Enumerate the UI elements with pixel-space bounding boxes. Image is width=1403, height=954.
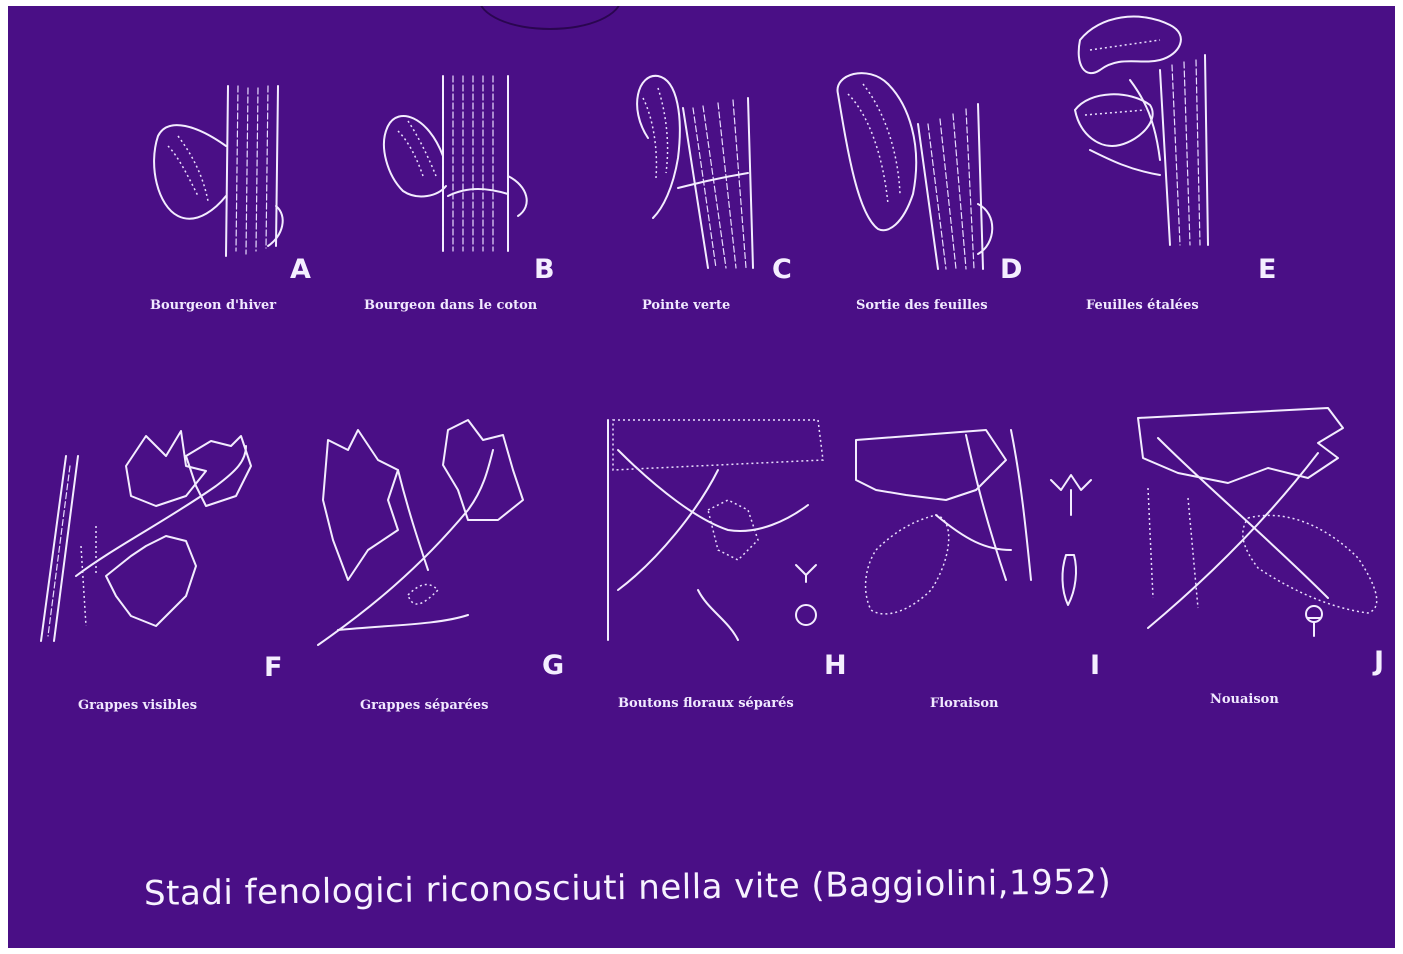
- stage-a: A Bourgeon d'hiver: [138, 86, 338, 316]
- stage-g-letter: G: [542, 650, 564, 681]
- stage-b: B Bourgeon dans le coton: [358, 76, 578, 316]
- stage-j: J Nouaison: [1128, 398, 1395, 708]
- stage-j-letter: J: [1374, 646, 1384, 677]
- stage-c: C Pointe verte: [608, 68, 798, 318]
- stage-a-drawing: [138, 86, 298, 266]
- stage-i-drawing: [846, 420, 1106, 650]
- stage-j-caption: Nouaison: [1210, 692, 1279, 707]
- stage-d-letter: D: [1000, 254, 1022, 285]
- stage-a-caption: Bourgeon d'hiver: [150, 298, 276, 313]
- stage-a-letter: A: [290, 254, 311, 285]
- stage-j-drawing: [1128, 398, 1388, 638]
- stage-h: H Boutons floraux séparés: [598, 410, 858, 720]
- stage-c-caption: Pointe verte: [642, 298, 730, 313]
- stage-d: D Sortie des feuilles: [828, 64, 1038, 318]
- stage-h-letter: H: [824, 650, 847, 681]
- stage-f-drawing: [36, 426, 276, 656]
- stage-b-drawing: [358, 76, 558, 266]
- stage-d-drawing: [828, 64, 1018, 274]
- stage-h-drawing: [598, 410, 828, 650]
- stage-g-caption: Grappes séparées: [360, 698, 488, 713]
- stage-c-letter: C: [772, 254, 792, 285]
- stage-e-caption: Feuilles étalées: [1086, 298, 1199, 313]
- stage-f-letter: F: [264, 652, 282, 683]
- stage-i: I Floraison: [846, 420, 1116, 720]
- slide-frame-arc: [478, 6, 622, 30]
- stage-c-drawing: [608, 68, 788, 268]
- stage-e-letter: E: [1258, 254, 1276, 285]
- stage-b-letter: B: [534, 254, 555, 285]
- stage-b-caption: Bourgeon dans le coton: [364, 298, 537, 313]
- stage-g-drawing: [308, 410, 538, 650]
- stage-f-caption: Grappes visibles: [78, 698, 197, 713]
- stage-d-caption: Sortie des feuilles: [856, 298, 988, 313]
- stage-g: G Grappes séparées: [308, 410, 588, 720]
- stage-e-drawing: [1060, 10, 1260, 250]
- stage-i-letter: I: [1090, 650, 1100, 681]
- slide-title: Stadi fenologici riconosciuti nella vite…: [144, 862, 1112, 914]
- stage-h-caption: Boutons floraux séparés: [618, 696, 794, 711]
- slide: A Bourgeon d'hiver B Bourgeon dans le co…: [8, 6, 1395, 948]
- stage-f: F Grappes visibles: [36, 426, 286, 726]
- stage-e: E Feuilles étalées: [1060, 10, 1290, 316]
- stage-i-caption: Floraison: [930, 696, 999, 711]
